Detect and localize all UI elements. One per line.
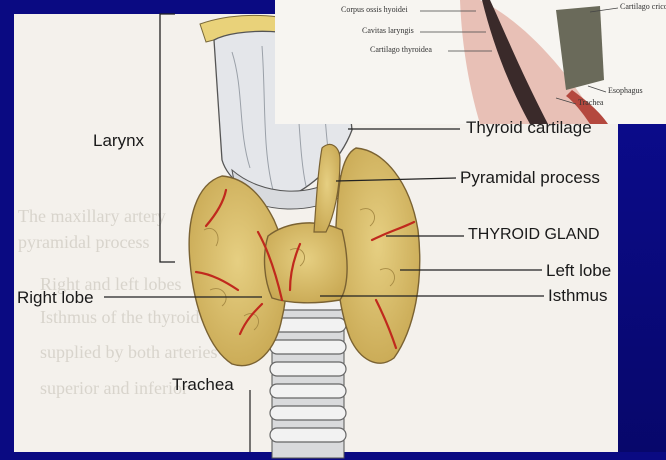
inset-label-cartilago-cricoidea: Cartilago cricoidea <box>620 2 666 11</box>
label-isthmus: Isthmus <box>548 286 608 306</box>
faded-text-line: The maxillary artery <box>18 206 166 226</box>
label-larynx: Larynx <box>93 131 144 151</box>
inset-label-corpus-ossis-hyoidei: Corpus ossis hyoidei <box>341 5 408 14</box>
trachea-ring <box>270 428 346 442</box>
inset-label-esophagus: Esophagus <box>608 86 643 95</box>
trachea-ring <box>270 340 346 354</box>
label-thyroid-cartilage: Thyroid cartilage <box>466 118 592 138</box>
thyroid-isthmus <box>265 223 348 303</box>
inset-label-cartilago-thyroidea: Cartilago thyroidea <box>370 45 432 54</box>
sagittal-inset <box>275 0 666 124</box>
faded-text-line: superior and inferior <box>40 378 188 398</box>
faded-text-line: pyramidal process <box>18 232 149 252</box>
slide-background-right <box>618 120 666 460</box>
label-left-lobe: Left lobe <box>546 261 611 281</box>
inset-label-cavitas-laryngis: Cavitas laryngis <box>362 26 414 35</box>
trachea-ring <box>270 384 346 398</box>
label-pyramidal-process: Pyramidal process <box>460 168 600 188</box>
trachea-ring <box>270 406 346 420</box>
inset-label-trachea: Trachea <box>578 98 603 107</box>
label-trachea: Trachea <box>172 375 234 395</box>
label-right-lobe: Right lobe <box>17 288 94 308</box>
trachea-ring <box>270 362 346 376</box>
slide-background-top <box>0 0 275 14</box>
faded-text-line: supplied by both arteries <box>40 342 217 362</box>
label-thyroid-gland: THYROID GLAND <box>468 226 600 244</box>
slide-background-left <box>0 14 14 460</box>
faded-text-line: Isthmus of the thyroid <box>40 307 200 327</box>
